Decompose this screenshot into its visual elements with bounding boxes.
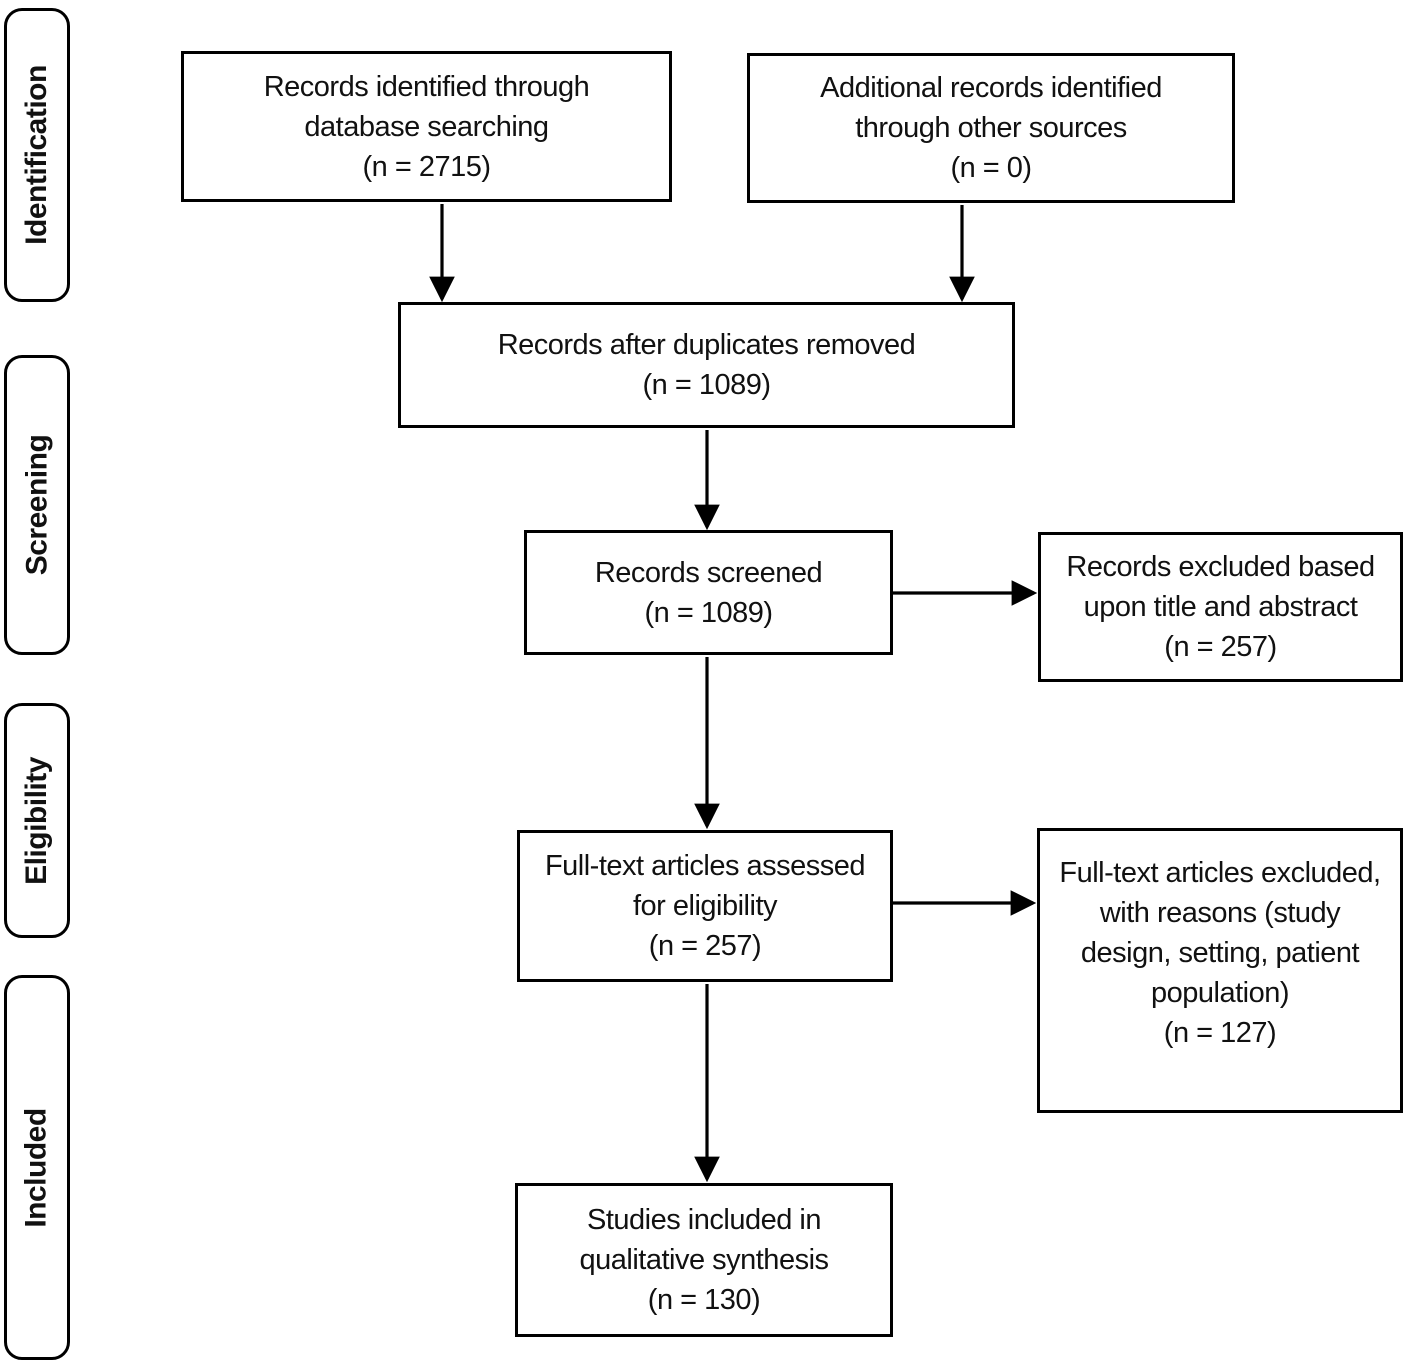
box-records-screened: Records screened (n = 1089) [524, 530, 893, 655]
stage-label-screening: Screening [20, 434, 53, 576]
stage-screening: Screening [4, 355, 70, 655]
stage-identification: Identification [4, 8, 70, 302]
box-fulltext-assessed-text: Full-text articles assessed for eligibil… [544, 850, 866, 962]
stage-label-identification: Identification [20, 65, 54, 245]
box-after-duplicates: Records after duplicates removed (n = 10… [398, 302, 1015, 428]
box-fulltext-excluded: Full-text articles excluded, with reason… [1037, 828, 1403, 1113]
box-after-duplicates-text: Records after duplicates removed (n = 10… [497, 329, 916, 401]
box-additional-records: Additional records identified through ot… [747, 53, 1235, 203]
box-fulltext-assessed: Full-text articles assessed for eligibil… [517, 830, 893, 982]
box-records-identified: Records identified through database sear… [181, 51, 672, 202]
stage-eligibility: Eligibility [4, 703, 70, 938]
box-fulltext-excluded-text: Full-text articles excluded, with reason… [1059, 857, 1381, 1049]
box-studies-included: Studies included in qualitative synthesi… [515, 1183, 893, 1337]
box-records-identified-text: Records identified through database sear… [263, 70, 590, 183]
box-additional-records-text: Additional records identified through ot… [820, 72, 1162, 184]
box-records-screened-text: Records screened (n = 1089) [594, 556, 823, 629]
stage-label-included: Included [20, 1107, 53, 1228]
box-records-excluded-text: Records excluded based upon title and ab… [1066, 551, 1375, 663]
box-studies-included-text: Studies included in qualitative synthesi… [579, 1204, 829, 1316]
stage-included: Included [4, 975, 70, 1360]
box-records-excluded: Records excluded based upon title and ab… [1038, 532, 1403, 682]
stage-label-eligibility: Eligibility [20, 756, 54, 885]
